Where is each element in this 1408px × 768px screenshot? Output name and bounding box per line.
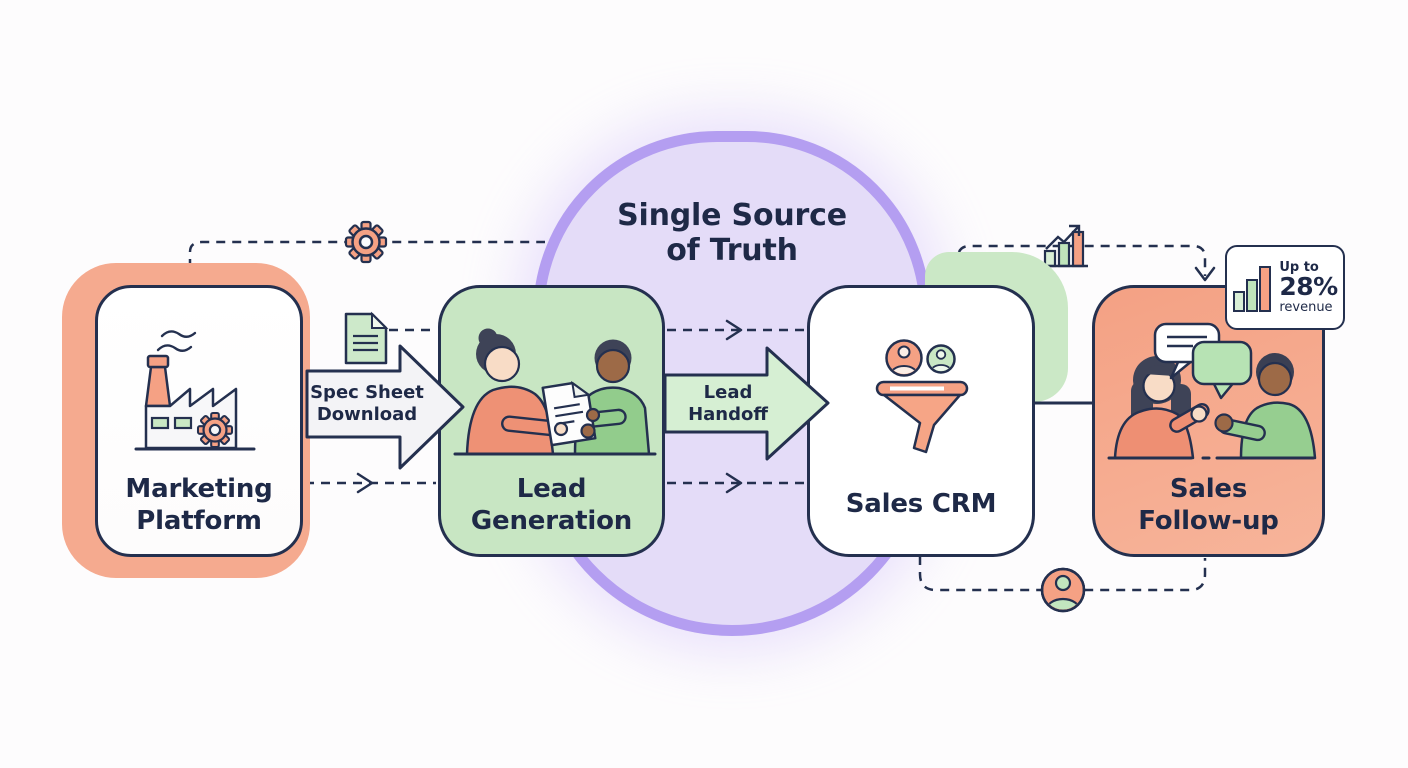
speech-bubble-white [1153,322,1221,380]
conversation-illustration [1107,322,1317,460]
speech-bubble-green [1191,340,1253,400]
gear-icon [344,220,388,264]
chevron-right-2 [356,472,374,494]
connector-marketing-top [188,240,545,284]
node-sales-crm: Sales CRM [807,285,1035,557]
factory-icon [134,330,256,451]
badge-suffix: revenue [1279,299,1333,315]
node-marketing-platform: Marketing Platform [95,285,303,557]
marketing-platform-label: Marketing Platform [125,474,273,537]
spec-sheet-download-label: Spec Sheet Download [310,382,424,425]
node-sales-follow-up: Sales Follow-up [1092,285,1325,557]
node-lead-generation: Lead Generation [438,285,665,557]
document-icon [344,311,389,365]
document-handoff-illustration [453,328,657,456]
hub-title: Single Source of Truth [617,198,847,269]
lead-generation-label: Lead Generation [470,474,633,537]
sales-crm-label: Sales CRM [845,489,997,519]
lead-funnel-icon [875,339,969,454]
badge-value: 28% [1279,272,1338,302]
lead-handoff-label: Lead Handoff [688,382,768,425]
chevron-down-arrowhead [1194,266,1216,282]
spec-sheet-download-arrow [305,344,465,470]
connector-crm-bottom-to-followup [918,556,1207,592]
sales-follow-up-label: Sales Follow-up [1138,474,1279,537]
badge-prefix: Up to [1279,259,1319,275]
revenue-badge: Up to 28% revenue [1225,245,1345,330]
bar-chart-icon [1233,265,1272,312]
chevron-right-1 [725,319,743,341]
chevron-right-3 [725,472,743,494]
lead-handoff-arrow [663,346,830,461]
